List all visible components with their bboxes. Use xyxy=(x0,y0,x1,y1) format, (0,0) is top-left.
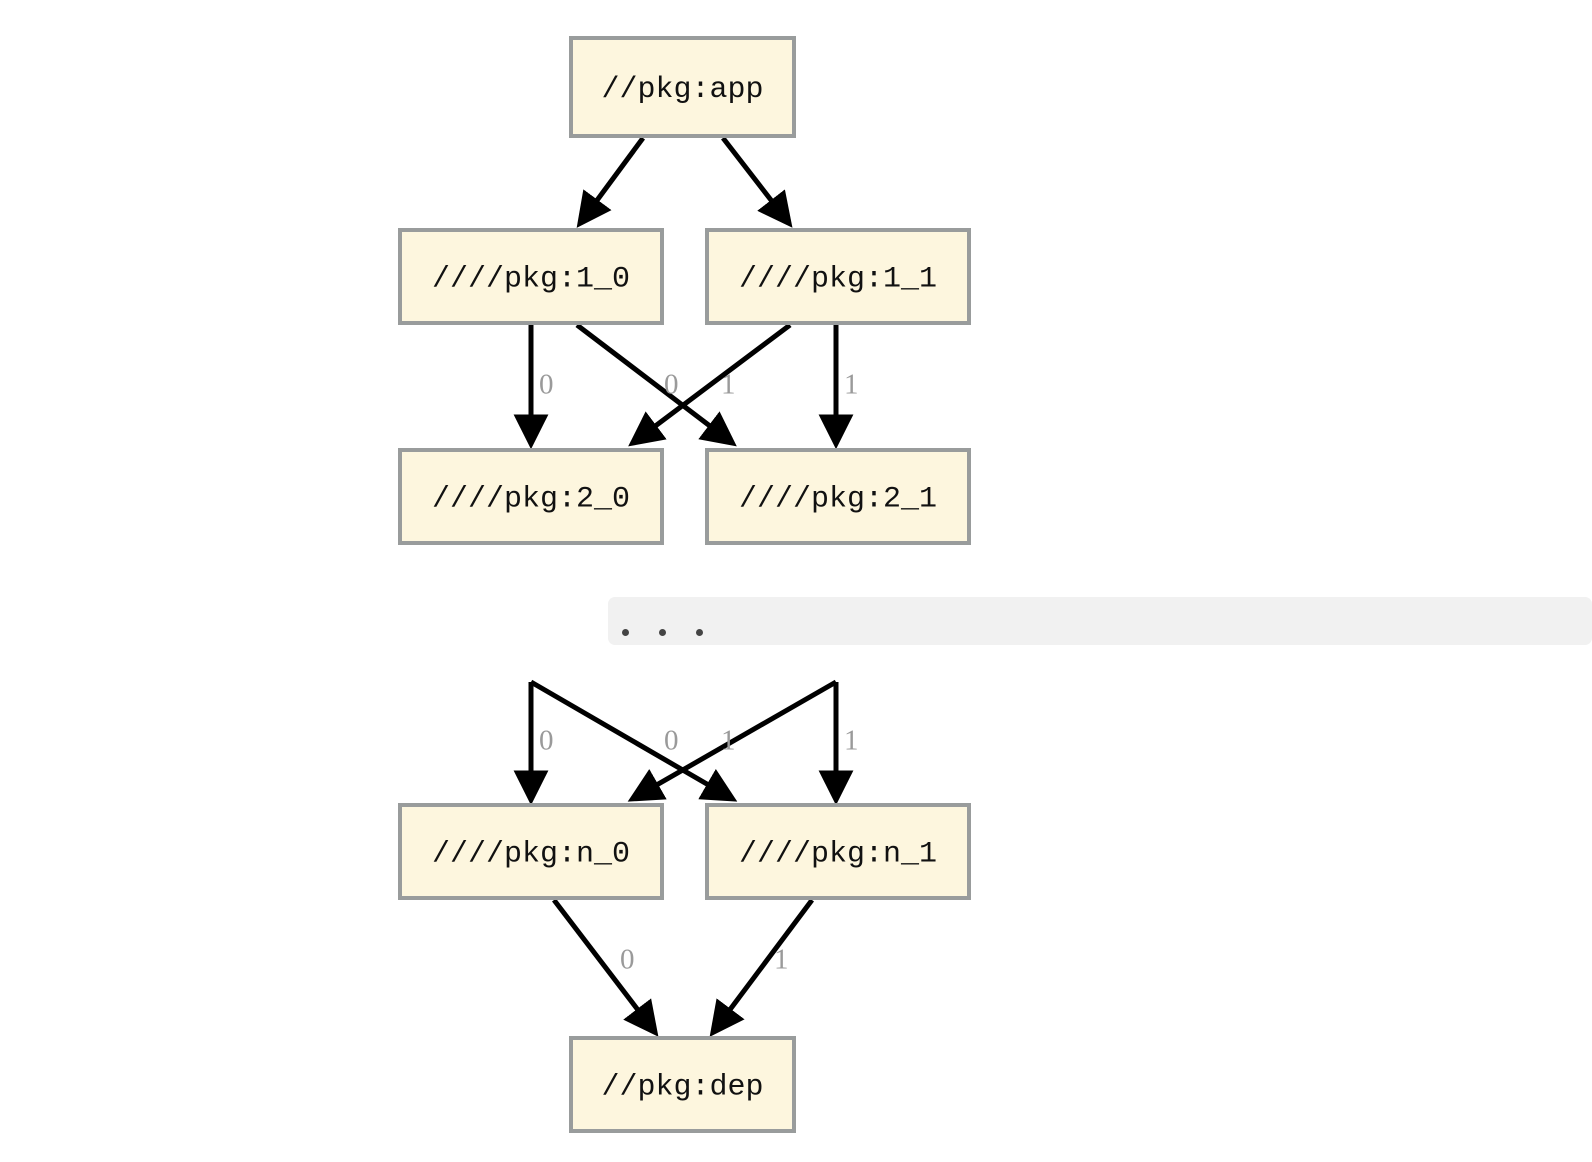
node-box[interactable] xyxy=(705,448,971,545)
ellipsis-dot-2 xyxy=(659,629,666,636)
graph-node-app[interactable]: //pkg:app xyxy=(569,36,796,138)
graph-edge xyxy=(529,679,738,802)
graph-edge xyxy=(628,323,792,447)
node-label: ////pkg:1_1 xyxy=(739,262,937,296)
node-box[interactable] xyxy=(705,803,971,900)
edge-label: 0 xyxy=(539,725,554,757)
graph-node-n2_1[interactable]: ////pkg:2_1 xyxy=(705,448,971,545)
node-box[interactable] xyxy=(398,228,664,325)
edge-label: 1 xyxy=(774,944,789,976)
nodes-layer: //pkg:app ////pkg:1_0 ////pkg:1_1 ////pkg:2… xyxy=(398,36,971,1133)
edge-label: 0 xyxy=(664,369,679,401)
node-label: //pkg:app xyxy=(601,73,763,107)
node-box[interactable] xyxy=(569,36,796,138)
node-box[interactable] xyxy=(398,448,664,545)
edge-label: 1 xyxy=(721,369,736,401)
node-box[interactable] xyxy=(569,1036,796,1133)
graph-edge xyxy=(552,898,659,1037)
edge-label: 0 xyxy=(620,944,635,976)
graph-node-nn_1[interactable]: ////pkg:n_1 xyxy=(705,803,971,900)
ellipsis-dot-3 xyxy=(696,629,703,636)
node-label: ////pkg:1_0 xyxy=(432,262,630,296)
elided-levels-band xyxy=(608,597,1592,645)
graph-node-n1_0[interactable]: ////pkg:1_0 xyxy=(398,228,664,325)
graph-node-nn_0[interactable]: ////pkg:n_0 xyxy=(398,803,664,900)
node-label: ////pkg:n_0 xyxy=(432,837,630,871)
ellipsis-dot-1 xyxy=(622,629,629,636)
node-label: //pkg:dep xyxy=(601,1070,763,1104)
graph-node-n2_0[interactable]: ////pkg:2_0 xyxy=(398,448,664,545)
node-label: ////pkg:n_1 xyxy=(739,837,937,871)
node-label: ////pkg:2_0 xyxy=(432,482,630,516)
node-box[interactable] xyxy=(705,228,971,325)
edge-labels-layer: 0 0 1 1 0 0 1 1 0 1 xyxy=(539,369,859,976)
edges-layer xyxy=(513,136,854,1037)
node-box[interactable] xyxy=(398,803,664,900)
graph-edge xyxy=(709,898,815,1037)
graph-node-dep[interactable]: //pkg:dep xyxy=(569,1036,796,1133)
graph-node-n1_1[interactable]: ////pkg:1_1 xyxy=(705,228,971,325)
graph-edge xyxy=(721,136,793,228)
edge-label: 1 xyxy=(721,725,736,757)
edge-label: 0 xyxy=(539,369,554,401)
edge-label: 1 xyxy=(844,725,859,757)
edge-label: 0 xyxy=(664,725,679,757)
graph-edge xyxy=(576,136,646,228)
edge-label: 1 xyxy=(844,369,859,401)
node-label: ////pkg:2_1 xyxy=(739,482,937,516)
graph-edge xyxy=(575,323,737,447)
graph-edge xyxy=(627,679,838,802)
